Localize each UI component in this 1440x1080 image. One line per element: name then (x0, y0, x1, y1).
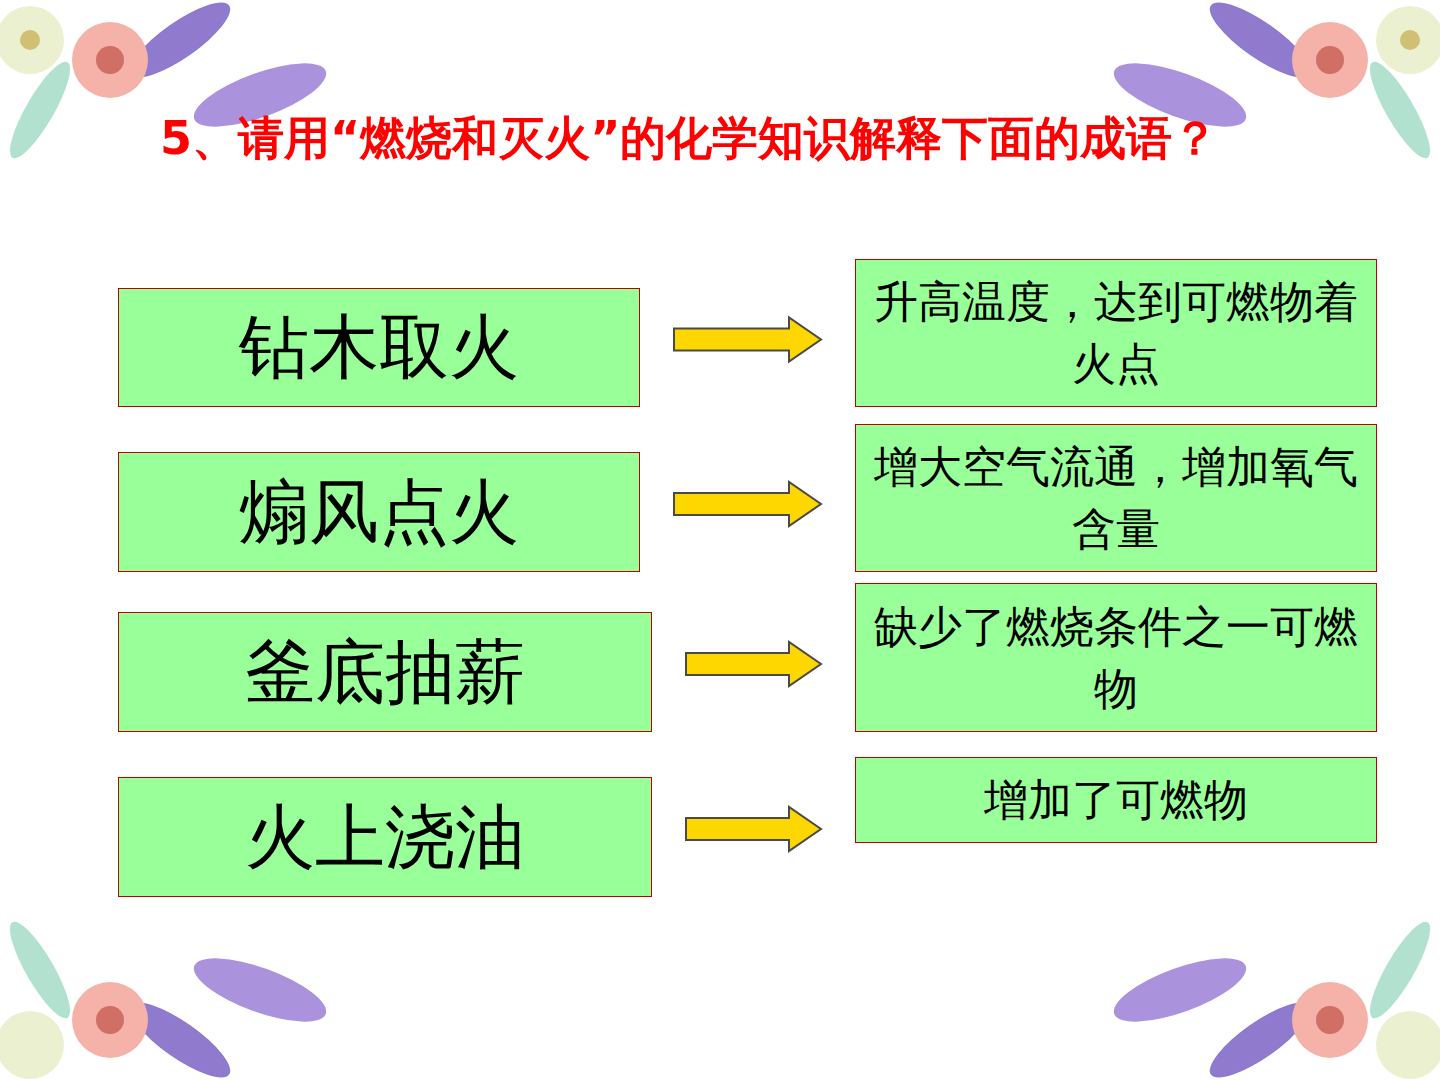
slide-title: 5、请用“燃烧和灭火”的化学知识解释下面的成语？ (160, 100, 1320, 176)
block-arrow (686, 807, 821, 851)
node-text: 缺少了燃烧条件之一可燃物 (856, 592, 1376, 724)
explanation-box: 增大空气流通，增加氧气含量 (855, 424, 1377, 572)
explanation-box: 升高温度，达到可燃物着火点 (855, 259, 1377, 407)
block-arrow (674, 318, 821, 362)
node-text: 煽风点火 (239, 472, 519, 553)
idiom-box: 釜底抽薪 (118, 612, 652, 732)
block-arrow (686, 642, 821, 686)
block-arrow (674, 482, 821, 526)
explanation-box: 缺少了燃烧条件之一可燃物 (855, 583, 1377, 732)
node-text: 火上浇油 (245, 797, 525, 878)
node-text: 升高温度，达到可燃物着火点 (856, 267, 1376, 399)
node-text: 釜底抽薪 (245, 632, 525, 713)
node-text: 钻木取火 (239, 307, 519, 388)
node-text: 增加了可燃物 (974, 765, 1258, 835)
idiom-box: 煽风点火 (118, 452, 640, 572)
idiom-box: 火上浇油 (118, 777, 652, 897)
explanation-box: 增加了可燃物 (855, 757, 1377, 843)
idiom-box: 钻木取火 (118, 288, 640, 407)
node-text: 增大空气流通，增加氧气含量 (856, 432, 1376, 564)
